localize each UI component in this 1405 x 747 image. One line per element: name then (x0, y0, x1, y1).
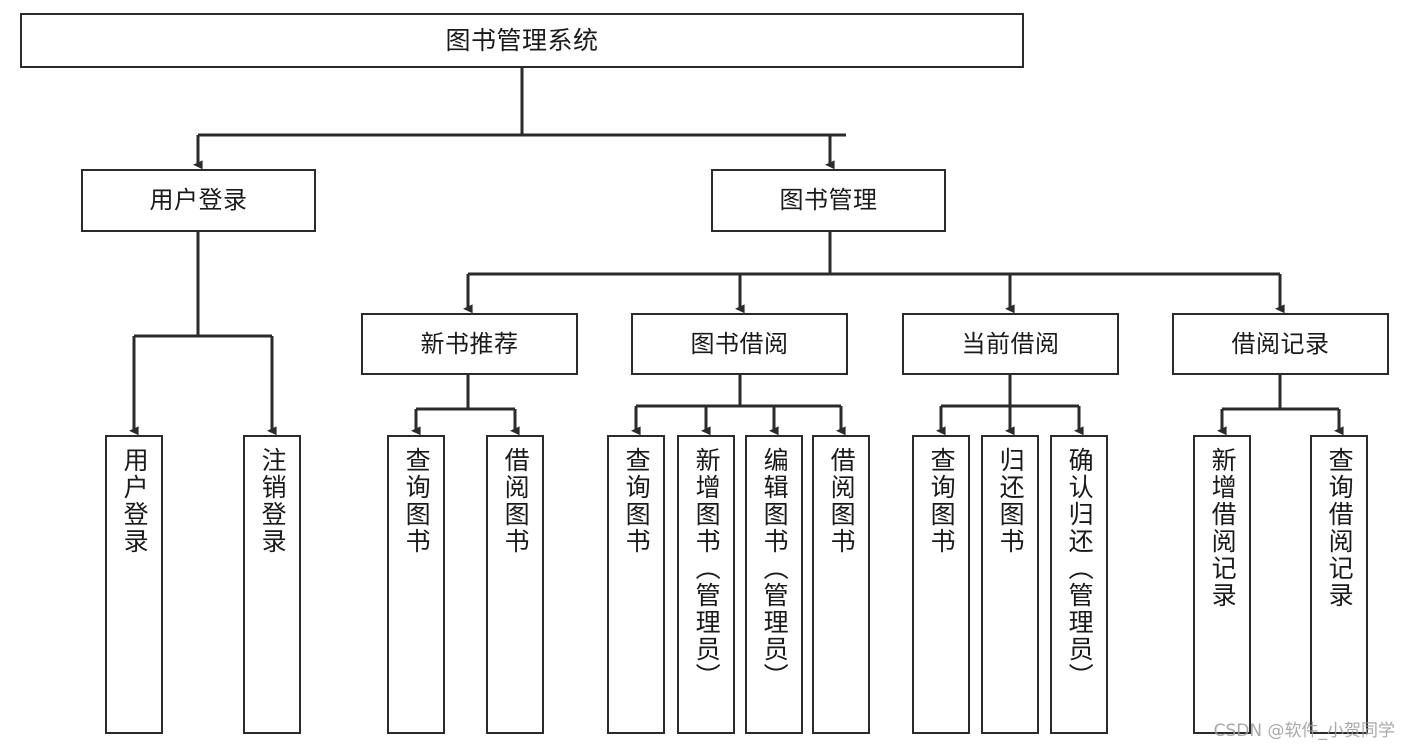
leaf-query-book-recommend[interactable]: 查询图书 (387, 435, 445, 734)
leaf-query-book-borrow[interactable]: 查询图书 (607, 435, 665, 734)
node-label: 归还图书 (996, 447, 1026, 555)
node-new-book-recommend[interactable]: 新书推荐 (361, 313, 578, 375)
leaf-confirm-return-admin[interactable]: 确认归还（管理员） (1050, 435, 1108, 734)
node-label: 借阅记录 (1231, 329, 1330, 358)
leaf-borrow-book-recommend[interactable]: 借阅图书 (486, 435, 544, 734)
node-label: 确认归还（管理员） (1065, 447, 1095, 690)
node-label: 新书推荐 (420, 329, 519, 358)
node-label: 编辑图书（管理员） (760, 447, 790, 690)
node-current-borrow[interactable]: 当前借阅 (902, 313, 1119, 375)
node-book-management[interactable]: 图书管理 (711, 169, 946, 232)
node-label: 图书管理 (779, 186, 878, 215)
node-label: 查询图书 (402, 447, 432, 555)
node-label: 查询图书 (927, 447, 957, 555)
node-label: 当前借阅 (961, 329, 1060, 358)
leaf-edit-book-admin[interactable]: 编辑图书（管理员） (745, 435, 803, 734)
leaf-add-borrow-record[interactable]: 新增借阅记录 (1193, 435, 1251, 734)
node-label: 图书借阅 (690, 329, 789, 358)
leaf-user-login[interactable]: 用户登录 (105, 435, 163, 734)
node-user-login[interactable]: 用户登录 (81, 169, 316, 232)
leaf-add-book-admin[interactable]: 新增图书（管理员） (677, 435, 735, 734)
node-label: 查询图书 (622, 447, 652, 555)
node-label: 注销登录 (258, 447, 288, 555)
node-label: 新增借阅记录 (1208, 447, 1238, 609)
node-label: 用户登录 (120, 447, 150, 555)
csdn-watermark: CSDN @软件_小贺同学 (1213, 721, 1395, 741)
node-label: 图书管理系统 (445, 25, 599, 55)
node-label: 查询借阅记录 (1325, 447, 1355, 609)
leaf-query-book-current[interactable]: 查询图书 (912, 435, 970, 734)
node-label: 新增图书（管理员） (692, 447, 722, 690)
leaf-borrow-book[interactable]: 借阅图书 (812, 435, 870, 734)
node-book-borrow[interactable]: 图书借阅 (631, 313, 848, 375)
leaf-query-borrow-record[interactable]: 查询借阅记录 (1310, 435, 1368, 734)
node-label: 用户登录 (149, 186, 248, 215)
leaf-return-book[interactable]: 归还图书 (981, 435, 1039, 734)
node-label: 借阅图书 (827, 447, 857, 555)
node-label: 借阅图书 (501, 447, 531, 555)
leaf-logout[interactable]: 注销登录 (243, 435, 301, 734)
node-borrow-record[interactable]: 借阅记录 (1172, 313, 1389, 375)
node-root-book-management-system[interactable]: 图书管理系统 (20, 13, 1024, 68)
